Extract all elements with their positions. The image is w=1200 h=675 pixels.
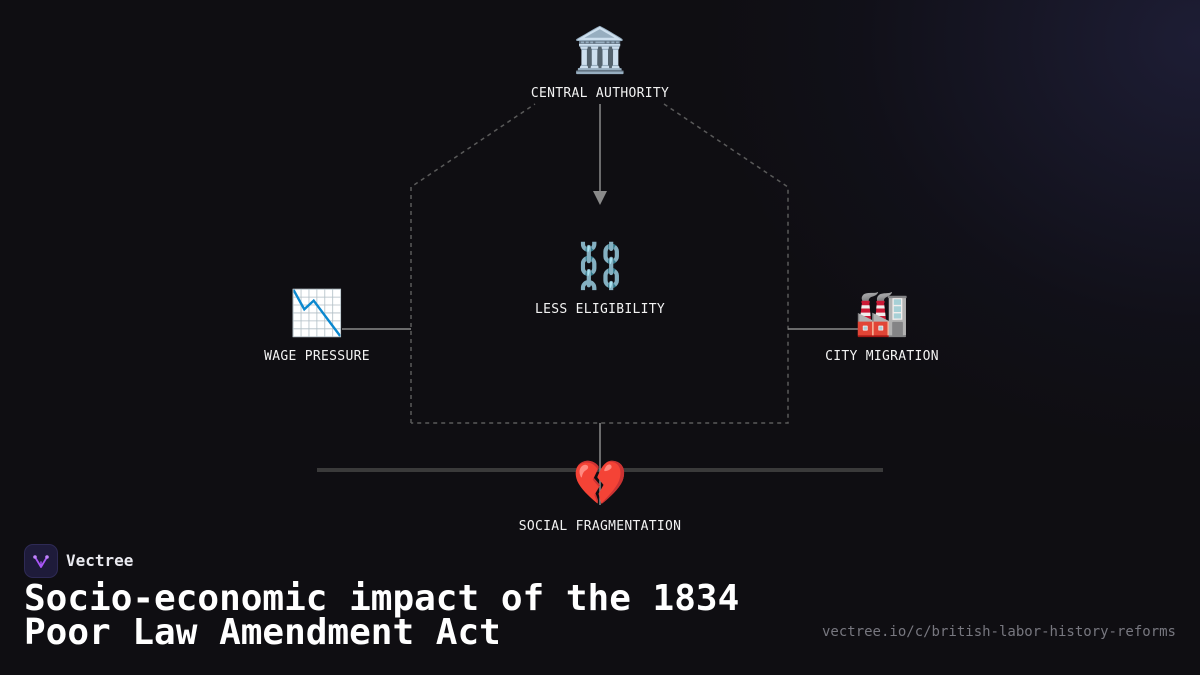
broken-heart-icon: 💔	[572, 458, 628, 509]
node-label-wage-pressure: WAGE PRESSURE	[264, 349, 370, 364]
page-title: Socio-economic impact of the 1834 Poor L…	[24, 578, 740, 653]
brand-name: Vectree	[66, 551, 134, 570]
node-wage-pressure: 📉 WAGE PRESSURE	[264, 288, 370, 365]
chart-decreasing-icon: 📉	[289, 288, 345, 339]
source-url: vectree.io/c/british-labor-history-refor…	[821, 624, 1176, 640]
node-social-fragmentation: 💔 SOCIAL FRAGMENTATION	[518, 458, 682, 535]
factory-icon: 🏭	[854, 288, 910, 339]
node-city-migration: 🏭 CITY MIGRATION	[825, 288, 939, 365]
chains-icon: ⛓️	[572, 241, 628, 292]
node-label-city-migration: CITY MIGRATION	[825, 349, 939, 364]
node-label-social-fragmentation: SOCIAL FRAGMENTATION	[518, 519, 682, 534]
node-less-eligibility: ⛓️ LESS ELIGIBILITY	[534, 241, 666, 318]
dashed-house-frame	[410, 103, 789, 424]
vectree-logo-icon	[33, 555, 49, 568]
vectree-logo	[24, 544, 58, 578]
node-label-central-authority: CENTRAL AUTHORITY	[530, 86, 670, 101]
classical-building-icon: 🏛️	[572, 25, 628, 76]
node-label-less-eligibility: LESS ELIGIBILITY	[534, 302, 666, 317]
node-central-authority: 🏛️ CENTRAL AUTHORITY	[530, 25, 670, 102]
